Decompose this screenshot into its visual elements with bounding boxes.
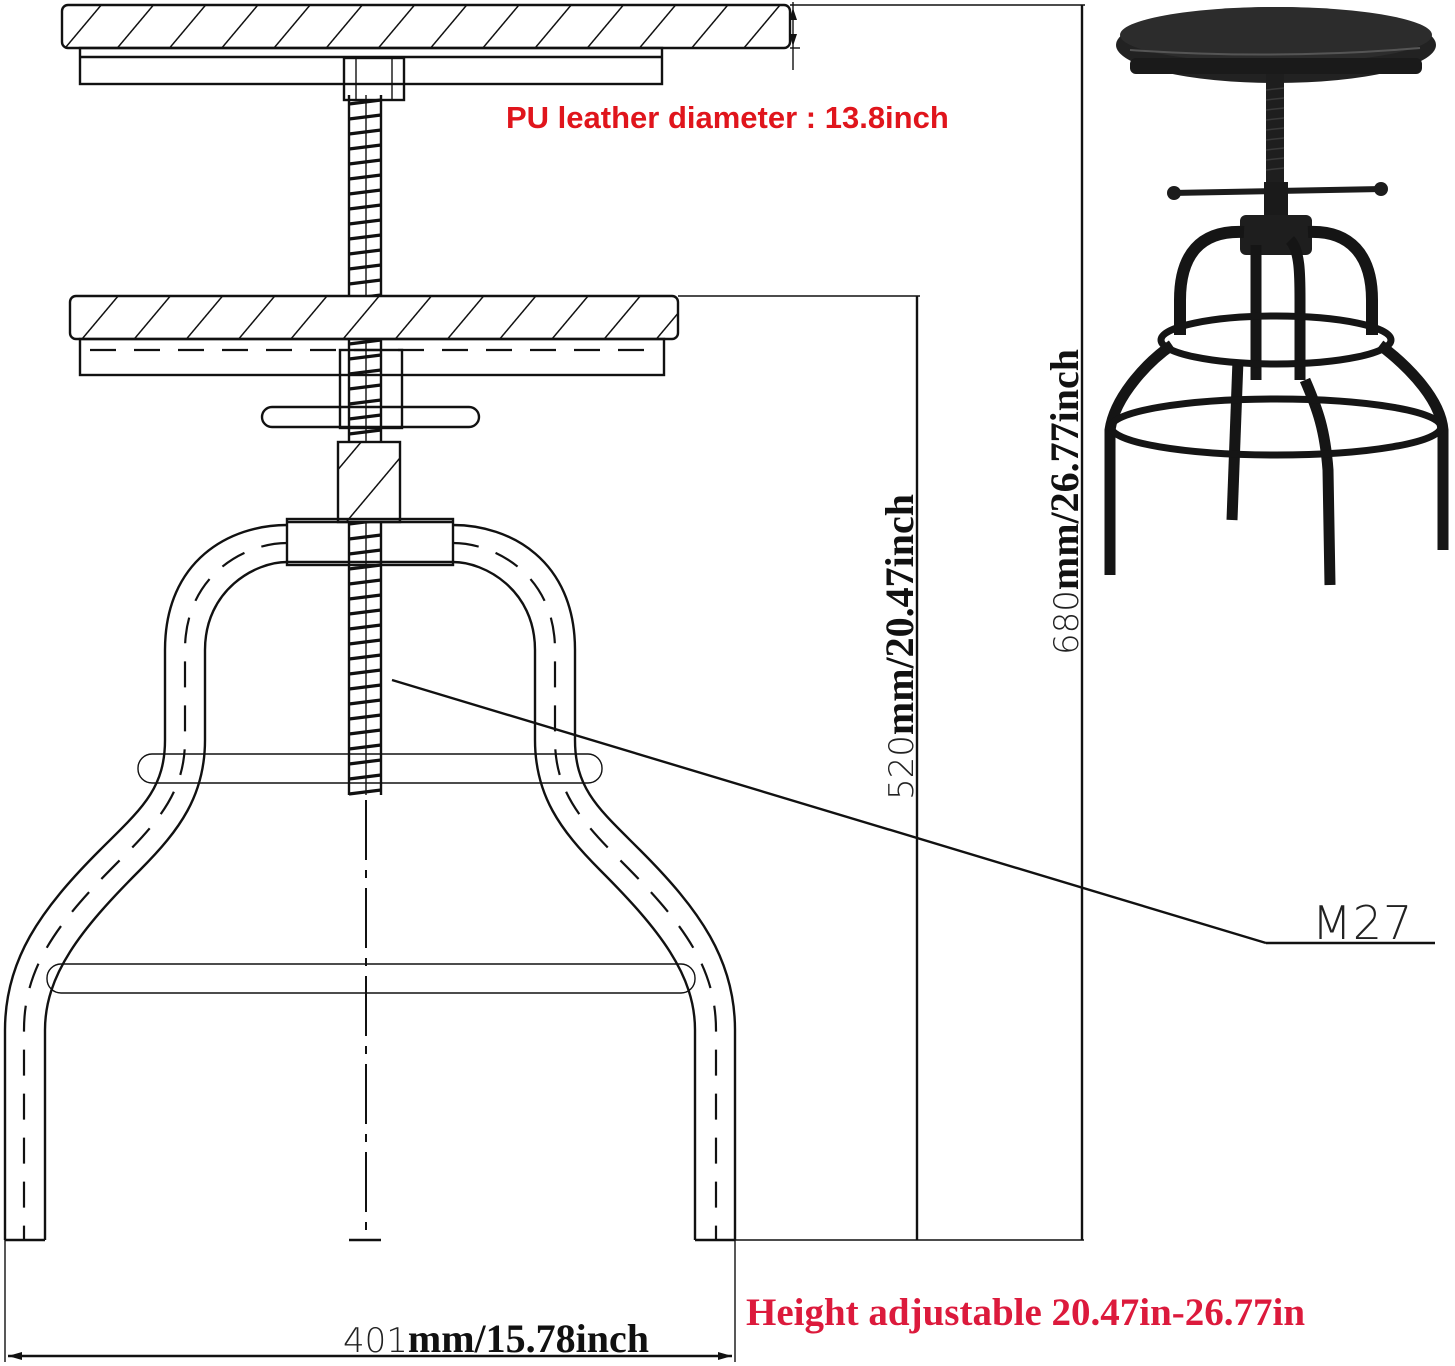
- hub-nut: [285, 517, 455, 567]
- seat-top-raised: [60, 3, 792, 102]
- height-range-label: Height adjustable 20.47in-26.77in: [746, 1291, 1305, 1334]
- stool-product-photo: [1104, 7, 1449, 586]
- screw-sleeve: [336, 440, 402, 524]
- min-height-label: 520mm/20.47inch: [877, 494, 922, 800]
- max-height-dimension: 680mm/26.77inch: [735, 5, 1087, 1241]
- left-leg: [3, 523, 288, 1242]
- min-height-dimension: 520mm/20.47inch: [678, 295, 922, 1240]
- t-handle: [260, 405, 481, 429]
- upper-foot-ring: [137, 753, 603, 784]
- max-height-label: 680mm/26.77inch: [1042, 349, 1087, 655]
- photo-lower-ring: [1107, 395, 1445, 459]
- seat-base-ring: [1130, 58, 1422, 74]
- base-width-label: 401mm/15.78inch: [343, 1316, 649, 1361]
- thread-spec-label: M27: [1312, 896, 1413, 950]
- right-leg: [452, 523, 737, 1242]
- lower-foot-ring: [46, 963, 696, 994]
- seat-top-lowered: [68, 294, 680, 430]
- m27-leader: M27: [391, 678, 1435, 950]
- seat-thickness-dimension: [789, 2, 1085, 70]
- center-leg: [349, 800, 381, 1242]
- photo-upper-ring: [1157, 312, 1395, 368]
- base-width-dimension: 401mm/15.78inch: [4, 1240, 736, 1362]
- seat-diameter-label: PU leather diameter : 13.8inch: [506, 100, 949, 135]
